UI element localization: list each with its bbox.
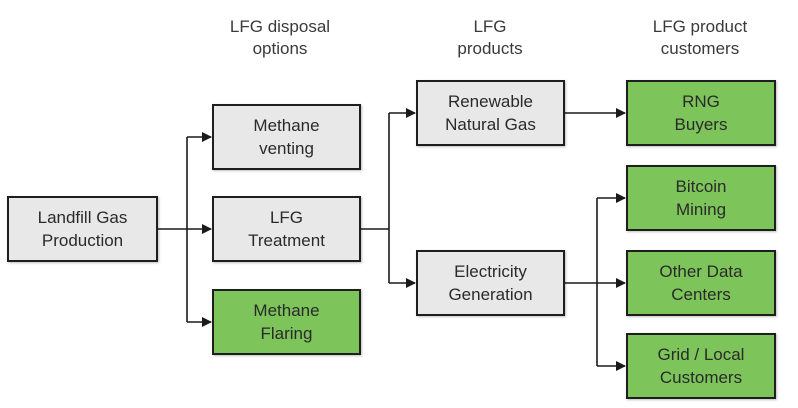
node-electricity-generation: Electricity Generation xyxy=(416,250,565,316)
node-grid-local-customers: Grid / Local Customers xyxy=(626,333,776,399)
node-lfg-treatment: LFG Treatment xyxy=(212,196,361,262)
node-landfill-gas-production: Landfill Gas Production xyxy=(7,196,158,262)
node-renewable-natural-gas: Renewable Natural Gas xyxy=(416,80,565,146)
node-methane-venting: Methane venting xyxy=(212,104,361,170)
header-disposal-options: LFG disposal options xyxy=(229,17,331,58)
header-lfg-products: LFG products xyxy=(457,17,523,58)
node-rng-buyers: RNG Buyers xyxy=(626,80,776,146)
header-lfg-customers: LFG product customers xyxy=(652,17,748,58)
node-bitcoin-mining: Bitcoin Mining xyxy=(626,165,776,231)
node-other-data-centers: Other Data Centers xyxy=(626,250,776,316)
node-methane-flaring: Methane Flaring xyxy=(212,289,361,355)
